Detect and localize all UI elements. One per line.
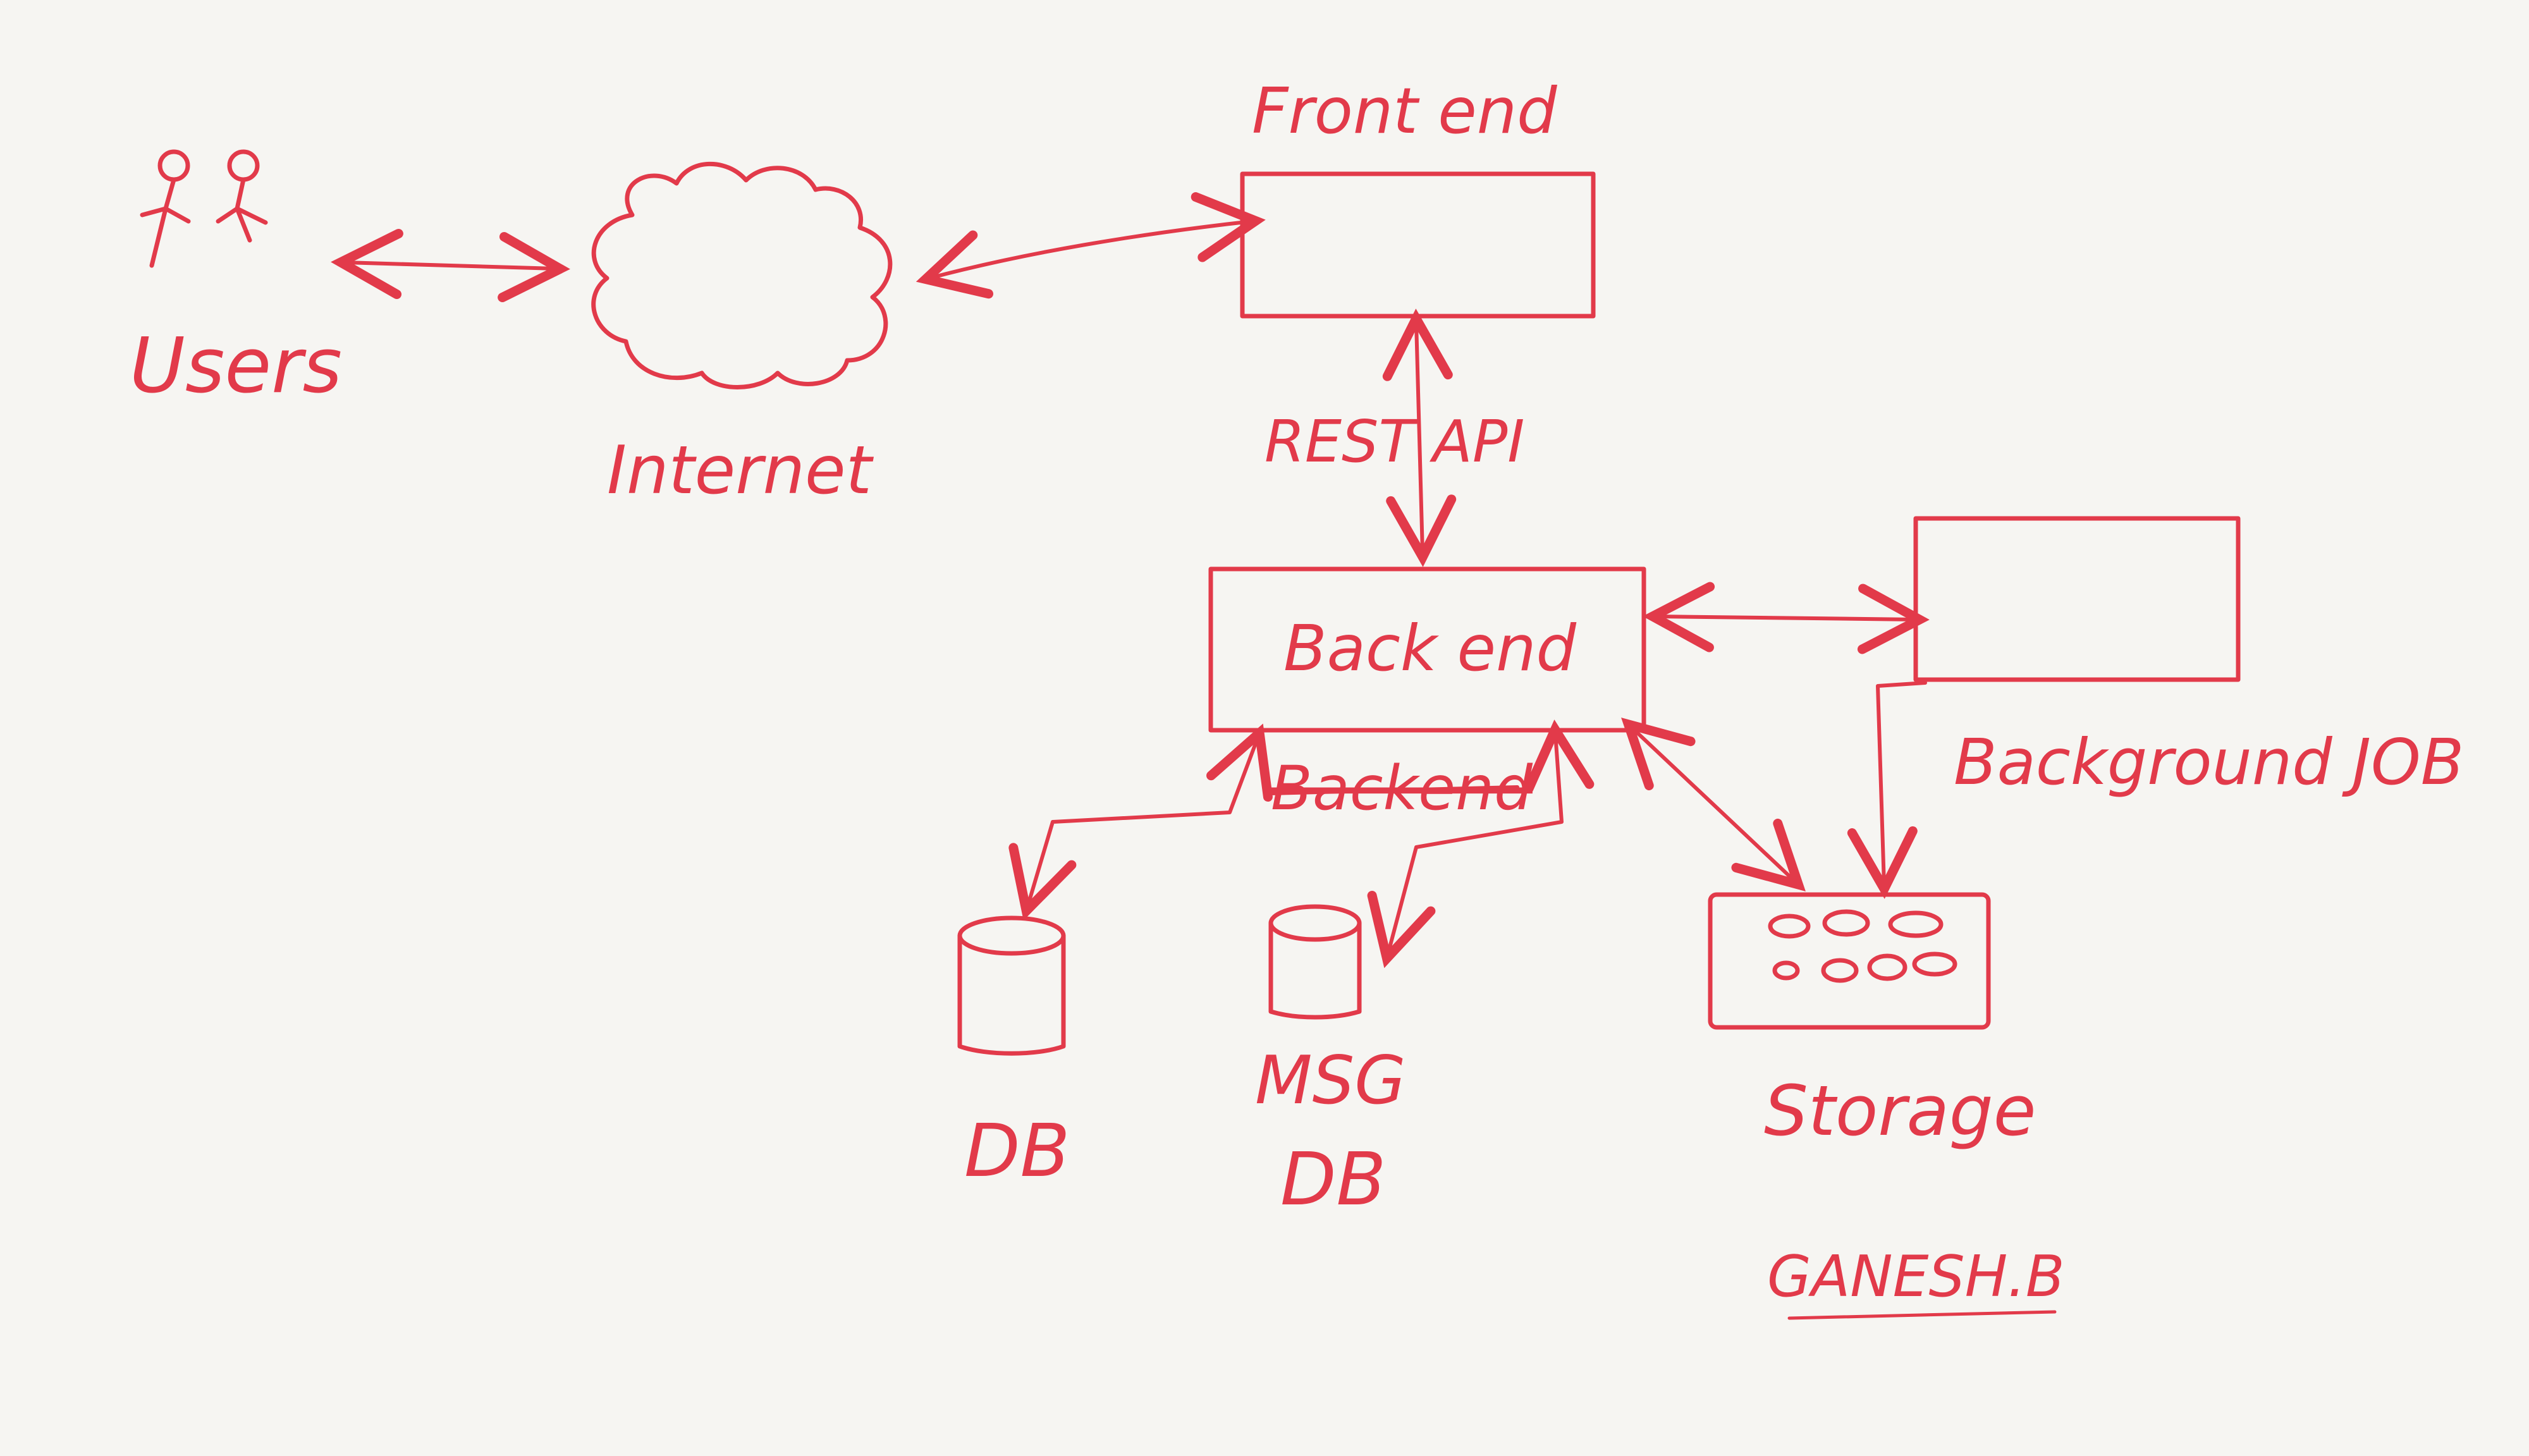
frontend-box [1240,171,1596,319]
db-icon [957,915,1066,1056]
storage-icon [1708,892,1991,1030]
users-icon [140,149,268,268]
msg-db-label-line1: MSG [1255,1042,1406,1119]
background-job-label: Background JOB [1954,725,2464,799]
msg-db-icon [1268,904,1362,1020]
author-underline [1787,1310,2057,1320]
backend-msgdb-arrow [1367,719,1595,969]
storage-label: Storage [1764,1070,2036,1151]
background-job-box [1913,516,2241,682]
cloud-icon [591,161,893,389]
msg-db-label-line2: DB [1280,1137,1386,1222]
rest-api-arrow [1382,309,1457,567]
backend-storage-arrow [1621,717,1806,892]
backend-db-arrow [1008,723,1273,921]
internet-frontend-arrow [915,192,1266,299]
backgroundjob-storage-arrow [1847,681,1927,899]
users-internet-arrow [331,229,570,302]
db-label: DB [964,1109,1070,1194]
users-label: Users [130,322,342,410]
author-label: GANESH.B [1767,1244,2065,1310]
backend-label: Back end [1283,611,1576,685]
internet-label: Internet [607,432,874,509]
rest-api-label: REST API [1264,408,1524,475]
backend-backgroundjob-arrow [1643,582,1930,654]
frontend-label: Front end [1252,74,1557,148]
